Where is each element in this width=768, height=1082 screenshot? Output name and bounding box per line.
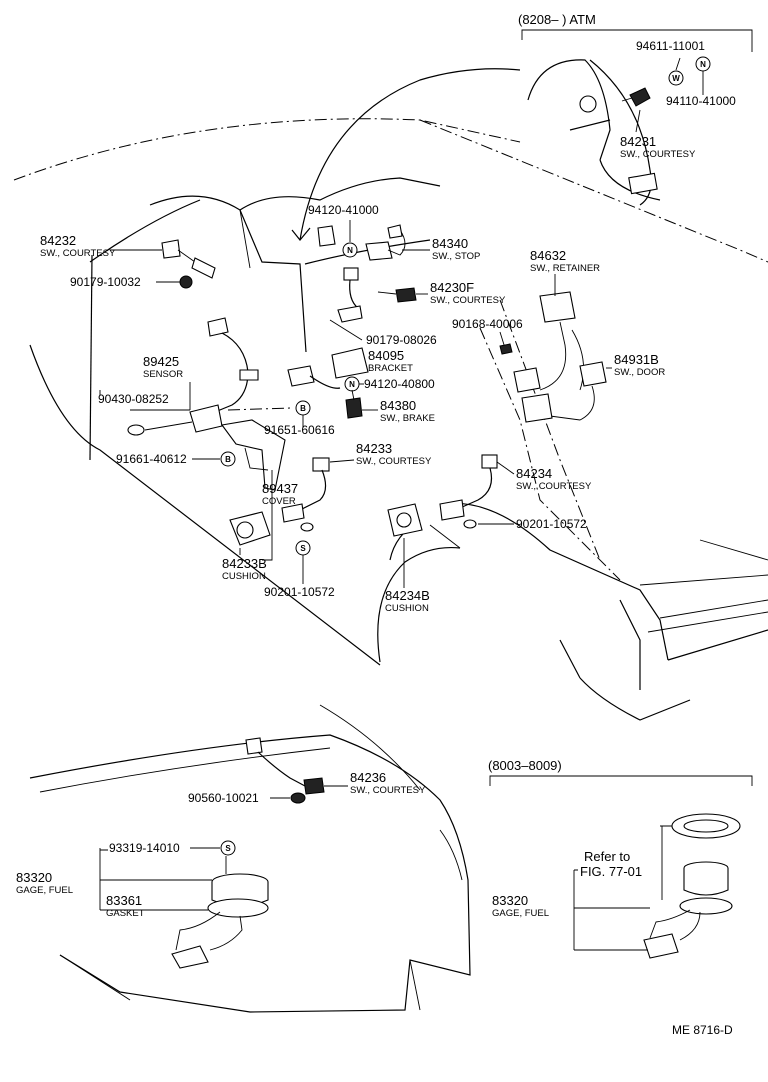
part-90430: 90430-08252 [98, 392, 169, 406]
courtesy-switch-84234 [439, 454, 498, 529]
desc-83361: GASKET [106, 908, 145, 919]
bracket-84095 [287, 347, 369, 389]
part-84236: 84236 [350, 770, 386, 785]
desc-83320b: GAGE, FUEL [492, 908, 549, 919]
cushion-84233b [229, 511, 271, 546]
part-84233b: 84233B [222, 556, 267, 571]
courtesy-switch-84233 [281, 457, 330, 532]
cushion-84234b [387, 503, 423, 537]
marker-label: S [300, 544, 306, 553]
refer-line-1: Refer to [584, 849, 630, 864]
n-marker-icon-stop: N [342, 242, 358, 258]
desc-84234: SW., COURTESY [516, 481, 592, 492]
n-marker-icon: N [695, 56, 711, 72]
desc-84340: SW., STOP [432, 251, 480, 262]
desc-84095: BRACKET [368, 363, 413, 374]
desc-84236: SW., COURTESY [350, 785, 426, 796]
part-89437: 89437 [262, 481, 298, 496]
desc-84380: SW., BRAKE [380, 413, 435, 424]
courtesy-switch-84230f [337, 267, 417, 323]
part-84230f: 84230F [430, 280, 474, 295]
desc-83320a: GAGE, FUEL [16, 885, 73, 896]
s-marker-icon-lower: S [220, 840, 236, 856]
marker-label: N [349, 380, 355, 389]
desc-84232: SW., COURTESY [40, 248, 116, 259]
fuel-range-header: (8003–8009) [488, 758, 562, 773]
part-90168: 90168-40006 [452, 317, 523, 331]
marker-label: N [700, 60, 706, 69]
w-marker-icon: W [668, 70, 684, 86]
desc-84234b: CUSHION [385, 603, 429, 614]
sensor-89425 [144, 317, 291, 433]
part-90201a: 90201-10572 [516, 517, 587, 531]
b-marker-icon-lower: B [220, 451, 236, 467]
part-91661: 91661-40612 [116, 452, 187, 466]
desc-84231: SW., COURTESY [620, 149, 696, 160]
part-94120b: 94120-40800 [364, 377, 435, 391]
part-84095: 84095 [368, 348, 404, 363]
brake-switch-84380 [345, 389, 363, 419]
part-94110: 94110-41000 [666, 94, 736, 108]
marker-label: B [225, 455, 231, 464]
desc-89425: SENSOR [143, 369, 183, 380]
part-94611: 94611-11001 [636, 39, 705, 53]
part-84340: 84340 [432, 236, 468, 251]
part-84234: 84234 [516, 466, 552, 481]
atm-header: (8208– ) ATM [518, 12, 596, 27]
part-90179b: 90179-08026 [366, 333, 437, 347]
door-switch-84931b [521, 361, 607, 423]
courtesy-switch-84232 [161, 239, 216, 289]
courtesy-switch-84236 [245, 737, 325, 804]
stop-switch-84340 [317, 224, 406, 261]
atm-inset: (8208– ) ATM [518, 12, 753, 206]
part-83320b: 83320 [492, 893, 528, 908]
s-marker-icon-upper: S [295, 540, 311, 556]
part-89425: 89425 [143, 354, 179, 369]
part-93319: 93319-14010 [109, 841, 180, 855]
part-84232: 84232 [40, 233, 76, 248]
retainer-switch-84632 [513, 291, 585, 393]
part-84231: 84231 [620, 134, 656, 149]
cover-89437 [221, 419, 286, 491]
part-91651: 91651-60616 [264, 423, 335, 437]
part-84931b: 84931B [614, 352, 659, 367]
part-84233: 84233 [356, 441, 392, 456]
desc-84931b: SW., DOOR [614, 367, 665, 378]
n-marker-icon-bracket: N [344, 376, 360, 392]
desc-84233: SW., COURTESY [356, 456, 432, 467]
car-body-outline [13, 68, 768, 721]
marker-label: B [300, 404, 306, 413]
marker-label: N [347, 246, 353, 255]
part-83361: 83361 [106, 893, 142, 908]
desc-84632: SW., RETAINER [530, 263, 600, 274]
part-84380: 84380 [380, 398, 416, 413]
marker-label: S [225, 844, 231, 853]
part-83320a: 83320 [16, 870, 52, 885]
lower-body-outline [29, 704, 471, 1013]
b-marker-icon-upper: B [295, 400, 311, 416]
part-90560: 90560-10021 [188, 791, 259, 805]
desc-89437: COVER [262, 496, 296, 507]
marker-label: W [672, 74, 680, 83]
part-84632: 84632 [530, 248, 566, 263]
desc-84233b: CUSHION [222, 571, 266, 582]
part-90201b: 90201-10572 [264, 585, 335, 599]
refer-line-2: FIG. 77-01 [580, 864, 642, 879]
fuel-gage-lower [171, 856, 269, 969]
desc-84230f: SW., COURTESY [430, 295, 506, 306]
part-90179a: 90179-10032 [70, 275, 141, 289]
fuel-range-inset: (8003–8009) [488, 758, 753, 959]
part-84234b: 84234B [385, 588, 430, 603]
figure-code: ME 8716-D [672, 1023, 733, 1037]
part-94120a: 94120-41000 [308, 203, 379, 217]
